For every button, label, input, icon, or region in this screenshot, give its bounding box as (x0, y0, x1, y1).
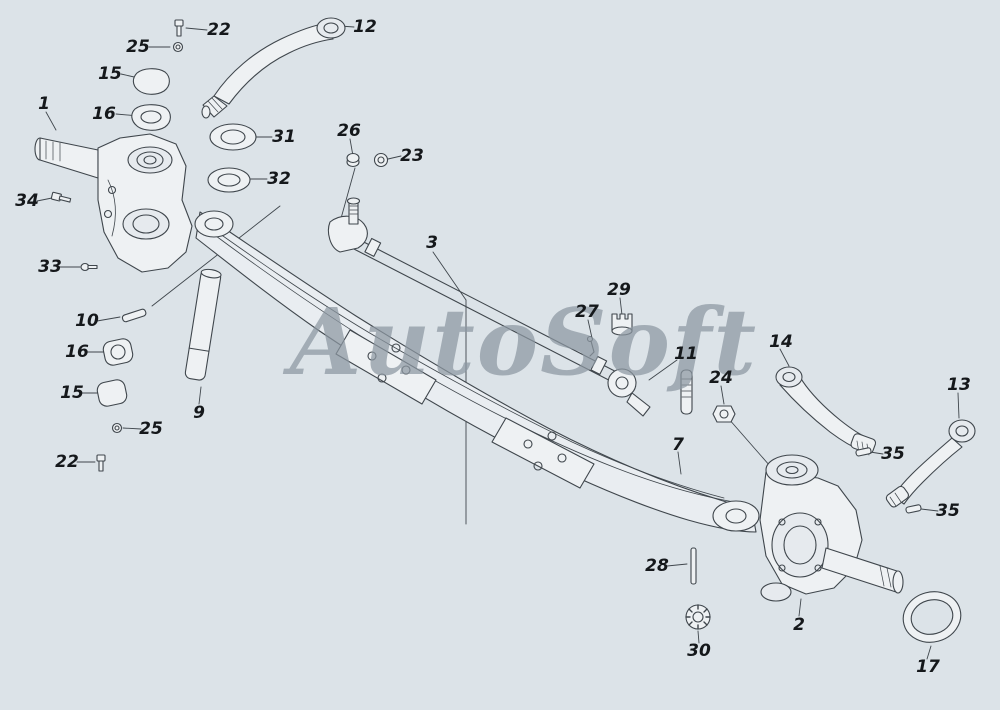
callout-17: 17 (916, 657, 940, 677)
callout-30: 30 (687, 641, 711, 661)
callout-29: 29 (607, 280, 631, 300)
part-gasket-lower (102, 338, 134, 366)
part-cover-upper (132, 68, 170, 95)
callout-16-b: 16 (65, 342, 89, 362)
part-nut-25-lower (111, 422, 123, 434)
callout-14: 14 (769, 332, 793, 352)
part-bolt-22-lower (96, 454, 106, 472)
callout-1: 1 (38, 94, 50, 114)
callout-34: 34 (15, 191, 39, 211)
callout-28: 28 (645, 556, 669, 576)
callout-32: 32 (267, 169, 291, 189)
callout-15-a: 15 (98, 64, 122, 84)
callout-12: 12 (353, 17, 377, 37)
part-bolt-34 (50, 191, 72, 203)
part-steering-arm-upper (201, 17, 346, 119)
part-ring-17 (902, 591, 962, 643)
callout-22-a: 22 (207, 20, 231, 40)
part-axle-beam (194, 210, 760, 533)
callout-31: 31 (272, 127, 296, 147)
callout-11: 11 (674, 344, 698, 364)
callout-9: 9 (193, 403, 205, 423)
part-bolt-33 (80, 262, 98, 272)
part-nut-24 (712, 405, 736, 423)
callout-13: 13 (947, 375, 971, 395)
part-knuckle-right (759, 454, 904, 602)
callout-22-b: 22 (55, 452, 79, 472)
callout-16-a: 16 (92, 104, 116, 124)
callout-26: 26 (337, 121, 361, 141)
part-ball-pin-11 (680, 369, 693, 415)
callout-3: 3 (426, 233, 438, 253)
part-gasket-upper (131, 104, 171, 131)
callout-24: 24 (709, 368, 733, 388)
part-nut-26 (346, 152, 360, 168)
part-kingpin (184, 268, 222, 381)
part-nut-25-upper (172, 41, 184, 53)
part-pin-35-lower (905, 504, 922, 514)
callout-25-b: 25 (139, 419, 163, 439)
part-steering-arm-far-right (885, 419, 976, 508)
part-nut-23 (373, 152, 389, 168)
part-tie-rod (327, 197, 651, 417)
part-pin-35-upper (855, 447, 872, 457)
callout-33: 33 (38, 257, 62, 277)
part-steering-arm-right (775, 366, 877, 456)
part-castle-nut-30 (685, 604, 711, 630)
part-pin-28 (690, 547, 697, 585)
part-cotter-pin-27 (586, 335, 595, 357)
callout-35-b: 35 (936, 501, 960, 521)
callout-2: 2 (793, 615, 805, 635)
part-bolt-22-upper (174, 19, 184, 37)
callout-35-a: 35 (881, 444, 905, 464)
callout-23: 23 (400, 146, 424, 166)
part-cover-lower (96, 379, 128, 407)
part-castle-nut-29 (611, 313, 633, 336)
callout-15-b: 15 (60, 383, 84, 403)
callout-7: 7 (672, 435, 684, 455)
part-lock-pin (121, 308, 147, 323)
part-washer-32 (207, 167, 251, 193)
callout-25-a: 25 (126, 37, 150, 57)
part-washer-31 (209, 123, 257, 151)
callout-27: 27 (575, 302, 599, 322)
part-knuckle-left (34, 133, 193, 273)
callout-10: 10 (75, 311, 99, 331)
